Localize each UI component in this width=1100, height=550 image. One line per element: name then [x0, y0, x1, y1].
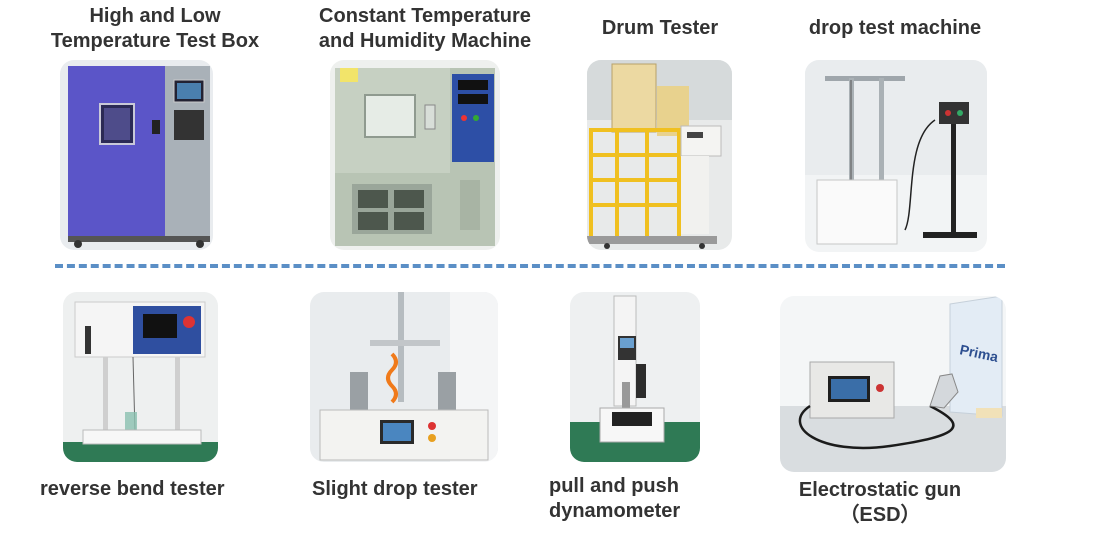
- label-line: drop test machine: [808, 17, 982, 39]
- label-line: Slight drop tester: [312, 478, 478, 500]
- photo-electrostatic-gun: Prima: [780, 296, 1006, 472]
- esd-gun-illustration: Prima: [780, 296, 1006, 472]
- label-line: Drum Tester: [601, 17, 719, 39]
- slight-drop-tester-illustration: [310, 292, 498, 462]
- label-reverse-bend-tester: reverse bend tester: [40, 477, 225, 502]
- photo-pull-and-push-dynamometer: [570, 292, 700, 462]
- label-line: dynamometer: [549, 500, 681, 522]
- label-electrostatic-gun: Electrostatic gun （ESD）: [780, 478, 980, 528]
- label-line: reverse bend tester: [40, 478, 225, 500]
- section-divider: [55, 264, 1005, 268]
- label-high-low-temperature-test-box: High and Low Temperature Test Box: [40, 4, 270, 54]
- label-line: and Humidity Machine: [318, 30, 532, 52]
- photo-reverse-bend-tester: [63, 292, 218, 462]
- label-drum-tester: Drum Tester: [580, 16, 740, 41]
- reverse-bend-tester-illustration: [63, 292, 218, 462]
- label-constant-temperature-humidity-machine: Constant Temperature and Humidity Machin…: [300, 4, 550, 54]
- label-drop-test-machine: drop test machine: [790, 16, 1000, 41]
- photo-drop-test-machine: [805, 60, 987, 252]
- label-line: Electrostatic gun: [798, 479, 962, 501]
- prima-logo: Prima: [958, 341, 1000, 365]
- dynamometer-illustration: [570, 292, 700, 462]
- drum-tester-illustration: [587, 60, 732, 250]
- photo-drum-tester: [587, 60, 732, 250]
- label-pull-and-push-dynamometer: pull and push dynamometer: [549, 474, 680, 524]
- label-slight-drop-tester: Slight drop tester: [312, 477, 478, 502]
- label-line: （ESD）: [839, 504, 921, 526]
- label-line: Temperature Test Box: [50, 30, 260, 52]
- humidity-chamber-illustration: [330, 60, 500, 250]
- temperature-chamber-illustration: [60, 60, 213, 250]
- drop-test-machine-illustration: [805, 60, 987, 252]
- label-line: Constant Temperature: [319, 5, 531, 27]
- photo-high-low-temperature-test-box: [60, 60, 213, 250]
- label-line: pull and push: [549, 475, 679, 497]
- photo-slight-drop-tester: [310, 292, 498, 462]
- label-line: High and Low: [89, 5, 221, 27]
- photo-constant-temperature-humidity-machine: [330, 60, 500, 250]
